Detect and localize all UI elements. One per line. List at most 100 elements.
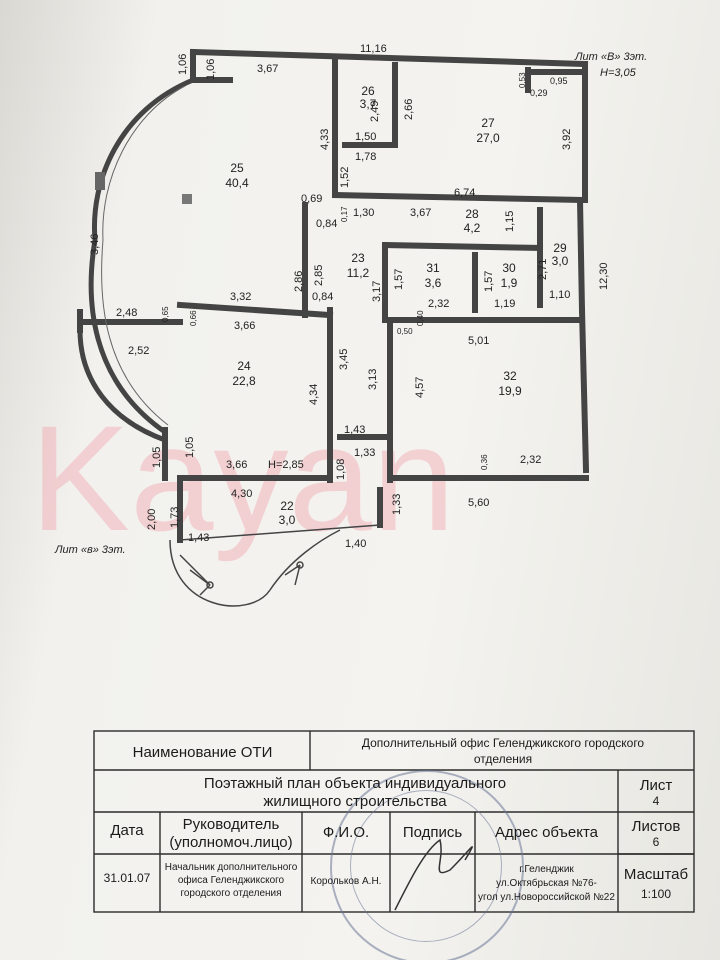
height-right: Н=3,05 — [600, 67, 637, 79]
sheets-value: 6 — [652, 835, 660, 849]
address-value-line2: ул.Октябрьская №76- — [496, 878, 597, 889]
room-number: 24 — [237, 359, 251, 373]
sheets-label: Листов — [631, 818, 681, 835]
dimension-label: 3,67 — [257, 63, 278, 75]
plan-title-line2: жилищного строительства — [263, 793, 447, 810]
dimension-label: 0,66 — [189, 310, 198, 326]
dimension-label: 0,17 — [340, 206, 349, 222]
dimension-label: 2,48 — [116, 307, 137, 319]
room-number: 32 — [503, 369, 517, 383]
dimension-label: 1,15 — [504, 211, 516, 232]
dimension-label: 1,40 — [345, 538, 366, 550]
dimension-label: 3,66 — [226, 459, 247, 471]
room-area: 3,7 — [360, 97, 377, 111]
dimension-label: 4,30 — [231, 488, 252, 500]
dimension-label: 3,67 — [410, 207, 431, 219]
dimension-label: 1,06 — [205, 59, 217, 80]
sheet-label: Лист — [639, 777, 673, 794]
room-area: 40,4 — [225, 176, 249, 190]
room-area: 27,0 — [476, 131, 500, 145]
dimension-label: 1,73 — [169, 507, 181, 528]
head-value-line3: городского отделения — [180, 888, 282, 899]
dimension-labels: 1,06 1,06 3,67 11,16 0,53 0,95 0,29 2,49… — [89, 43, 610, 550]
room-area: 19,9 — [498, 384, 522, 398]
dimension-label: 1,30 — [353, 207, 374, 219]
dimension-label: 6,74 — [454, 187, 475, 199]
dimension-label: 4,34 — [308, 384, 320, 405]
spiral-stairs — [169, 524, 381, 607]
name-value-line2: отделения — [473, 752, 533, 766]
height-room24: Н=2,85 — [268, 459, 304, 471]
address-label: Адрес объекта — [494, 824, 599, 841]
address-value-line3: угол ул.Новороссийской №22 — [478, 892, 615, 903]
dimension-label: 2,85 — [313, 265, 325, 286]
head-value-line2: офиса Геленджикского — [177, 875, 285, 886]
dimension-label: 5,60 — [468, 497, 489, 509]
dimension-label: 2,49 — [369, 101, 381, 122]
dimension-label: 3,45 — [338, 349, 350, 370]
dimension-label: 3,46 — [89, 234, 101, 255]
room-number: 30 — [502, 261, 516, 275]
dimension-label: 3,32 — [230, 291, 251, 303]
dimension-label: 0,95 — [550, 76, 568, 86]
sign-label: Подпись — [402, 824, 463, 841]
dimension-label: 1,10 — [549, 289, 570, 301]
date-value: 31.01.07 — [103, 871, 151, 885]
dimension-label: 1,57 — [393, 269, 405, 290]
dimension-label: 3,13 — [367, 369, 379, 390]
room-area: 4,2 — [464, 221, 481, 235]
room-number: 26 — [361, 84, 375, 98]
floor-plan: Kayan — [30, 43, 647, 607]
dimension-label: 0,84 — [316, 218, 337, 230]
room-area: 1,9 — [501, 276, 518, 290]
dimension-label: 1,05 — [184, 437, 196, 458]
room-number: 31 — [426, 261, 440, 275]
dimension-label: 3,66 — [234, 320, 255, 332]
dimension-label: 3,17 — [371, 281, 383, 302]
dimension-label: 2,66 — [403, 99, 415, 120]
dimension-label: 1,19 — [494, 298, 515, 310]
name-value-line1: Дополнительный офис Геленджикского город… — [361, 736, 645, 750]
room-number: 25 — [230, 161, 244, 175]
dimension-label: 12,30 — [598, 262, 610, 290]
dimension-label: 2,00 — [146, 509, 158, 530]
dimension-label: 2,32 — [520, 454, 541, 466]
scale-value: 1:100 — [640, 887, 672, 901]
dimension-label: 0,50 — [397, 327, 413, 336]
room-number: 28 — [465, 207, 479, 221]
dimension-label: 0,84 — [312, 291, 333, 303]
dimension-label: 0,69 — [301, 193, 322, 205]
room-number: 23 — [351, 251, 365, 265]
dimension-label: 0,65 — [161, 306, 170, 322]
dimension-label: 0,29 — [530, 88, 548, 98]
address-value-line1: г.Геленджик — [519, 864, 574, 875]
dimension-label: 1,78 — [355, 151, 376, 163]
dimension-label: 1,08 — [335, 459, 347, 480]
dimension-label: 1,57 — [483, 271, 495, 292]
date-label: Дата — [110, 822, 144, 839]
scale-label: Масштаб — [623, 866, 689, 883]
room-number: 29 — [553, 241, 567, 255]
dimension-label: 2,71 — [537, 259, 549, 280]
dimension-label: 11,16 — [360, 43, 387, 55]
lit-title-right: Лит «В» 3эт. — [574, 51, 647, 63]
room-area: 3,0 — [279, 513, 296, 527]
name-label: Наименование ОТИ — [132, 744, 273, 761]
plan-title-line1: Поэтажный план объекта индивидуального — [203, 775, 507, 792]
dimension-label: 1,33 — [391, 494, 403, 515]
room-number: 22 — [280, 499, 294, 513]
dimension-label: 1,50 — [355, 131, 376, 143]
dimension-label: 0,36 — [480, 454, 489, 470]
head-value-line1: Начальник дополнительного — [164, 862, 298, 873]
head-label-line1: Руководитель — [182, 816, 280, 833]
dimension-label: 2,52 — [128, 345, 149, 357]
dimension-label: 0,53 — [518, 72, 527, 88]
head-label-line2: (уполномоч.лицо) — [169, 834, 293, 851]
seal-stamp — [330, 770, 524, 960]
fio-value: Корольков А.Н. — [310, 876, 382, 887]
dimension-label: 1,43 — [344, 424, 365, 436]
dimension-label: 1,33 — [354, 447, 375, 459]
fio-label: Ф.И.О. — [322, 824, 370, 841]
